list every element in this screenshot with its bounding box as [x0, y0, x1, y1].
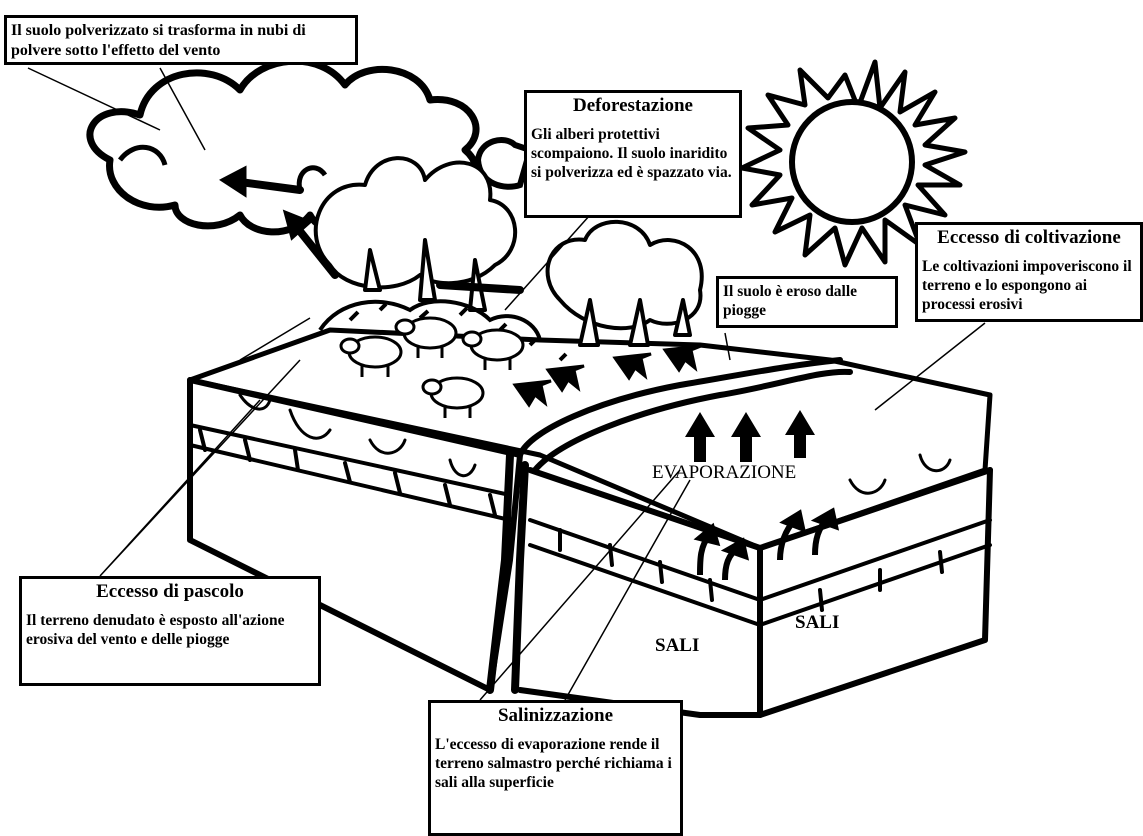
forest-trees: [313, 156, 704, 347]
rain-arrows: [512, 344, 702, 408]
sheep-flock: [339, 316, 525, 418]
overcultivation-title: Eccesso di coltivazione: [937, 227, 1121, 248]
sun-icon: [739, 59, 968, 268]
deforestation-callout: Deforestazione Gli alberi protettivi sco…: [524, 90, 742, 218]
deforestation-title: Deforestazione: [573, 95, 693, 116]
overgrazing-callout: Eccesso di pascolo Il terreno denudato è…: [19, 576, 321, 686]
pointer-lines: [27, 67, 986, 701]
salts-left-label: SALI: [655, 635, 700, 656]
dust-callout-text: Il suolo polverizzato si trasforma in nu…: [11, 22, 306, 59]
salts-right-label: SALI: [795, 612, 840, 633]
salinization-title: Salinizzazione: [497, 705, 614, 726]
overgrazing-title: Eccesso di pascolo: [96, 581, 244, 602]
overcultivation-text: Le coltivazioni impoveriscono il terreno…: [922, 258, 1132, 313]
wind-arrows: [219, 165, 524, 294]
evaporation-label: EVAPORAZIONE: [652, 462, 797, 483]
deforestation-text: Gli alberi protettivi scompaiono. Il suo…: [531, 126, 732, 181]
evaporation-arrows: [685, 410, 815, 462]
salinization-callout: Salinizzazione L'eccesso di evaporazione…: [428, 700, 683, 836]
overcultivation-callout: Eccesso di coltivazione Le coltivazioni …: [915, 222, 1143, 322]
pasture-hills: [318, 299, 568, 362]
rain-erosion-text: Il suolo è eroso dalle piogge: [723, 283, 858, 319]
dust-callout: Il suolo polverizzato si trasforma in nu…: [4, 15, 358, 65]
land-block: [187, 327, 993, 718]
salinization-text: L'eccesso di evaporazione rende il terre…: [435, 736, 672, 791]
salt-arrows: [693, 507, 840, 581]
rain-erosion-callout: Il suolo è eroso dalle piogge: [716, 276, 898, 328]
overgrazing-text: Il terreno denudato è esposto all'azione…: [26, 612, 285, 648]
